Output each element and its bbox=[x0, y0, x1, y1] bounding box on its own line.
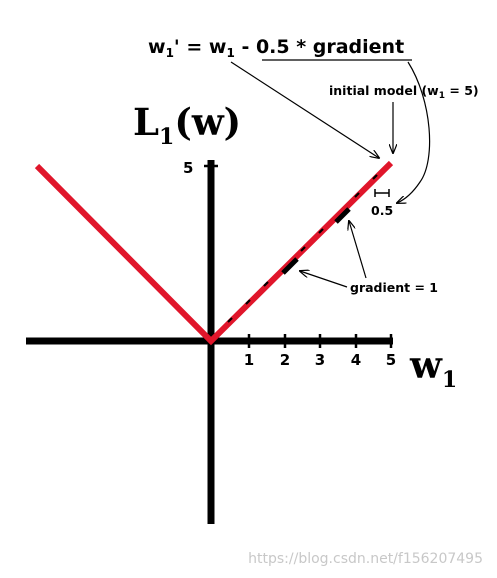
descent-step bbox=[372, 174, 378, 180]
descent-step bbox=[318, 228, 324, 234]
descent-step-highlight bbox=[334, 207, 351, 224]
x-tick-label-1: 1 bbox=[244, 351, 254, 369]
gradient-label: gradient = 1 bbox=[350, 280, 438, 295]
gradient-arrow-upper bbox=[349, 221, 367, 279]
step-size-label: 0.5 bbox=[371, 203, 393, 218]
descent-step-highlight bbox=[281, 257, 299, 275]
x-tick-label-2: 2 bbox=[280, 351, 290, 369]
initial-model-label: initial model (w1 = 5) bbox=[329, 83, 479, 101]
descent-step bbox=[245, 299, 251, 305]
descent-step bbox=[227, 317, 233, 323]
x-axis-title: w1 bbox=[409, 343, 457, 393]
descent-steps bbox=[227, 174, 378, 323]
gradient-arrow-lower bbox=[300, 271, 348, 288]
x-tick-label-5: 5 bbox=[386, 351, 396, 369]
update-formula: w1' = w1 - 0.5 * gradient bbox=[148, 36, 404, 60]
watermark: https://blog.csdn.net/f156207495 bbox=[248, 551, 483, 567]
x-tick-labels: 1 2 3 4 5 bbox=[244, 351, 396, 369]
x-ticks bbox=[247, 334, 393, 348]
l1-loss-curve bbox=[34, 160, 394, 346]
x-tick-label-4: 4 bbox=[351, 351, 361, 369]
formula-arrow bbox=[230, 61, 379, 158]
x-tick-label-3: 3 bbox=[315, 351, 325, 369]
descent-step bbox=[354, 192, 360, 198]
y-tick-label: 5 bbox=[183, 159, 193, 177]
y-axis-title: L1(w) bbox=[133, 100, 241, 150]
descent-step bbox=[263, 281, 269, 287]
step-size-arrow bbox=[397, 61, 431, 203]
descent-step bbox=[300, 246, 306, 252]
